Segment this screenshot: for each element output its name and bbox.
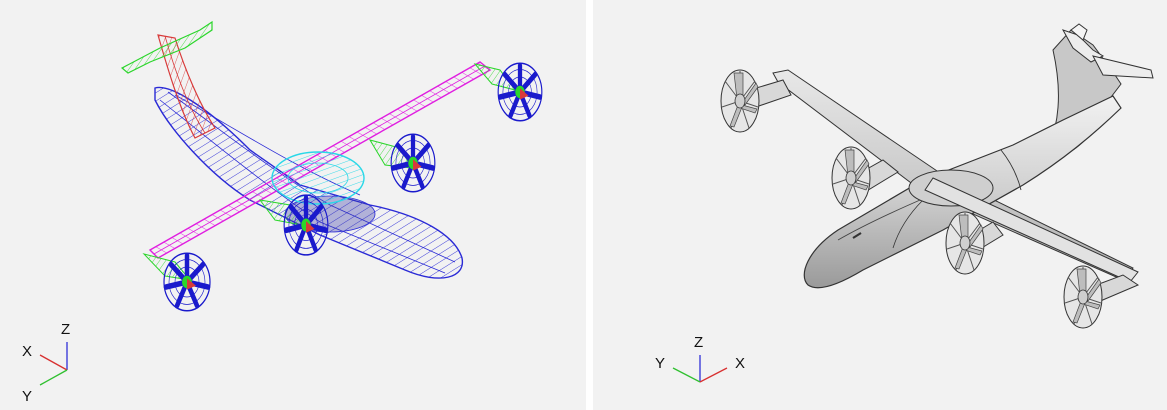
axis-triad-right: Z Y X: [655, 334, 745, 383]
x-axis-line: [699, 367, 728, 383]
x-axis-label: X: [22, 343, 32, 360]
x-axis-line: [39, 354, 68, 371]
shaded-aircraft-drawing: Z Y X: [655, 23, 1154, 383]
wing-root-fairing-wireframe: [271, 151, 365, 205]
wireframe-viewport[interactable]: Z X Y: [0, 0, 586, 410]
axis-triad-left: Z X Y: [22, 321, 70, 405]
y-axis-line: [672, 367, 701, 383]
z-axis-label: Z: [61, 321, 70, 338]
shaded-viewport[interactable]: Z Y X: [593, 0, 1167, 410]
y-axis-label: Y: [22, 388, 32, 405]
x-axis-label: X: [735, 355, 745, 372]
wireframe-aircraft-drawing: Z X Y: [22, 20, 586, 405]
z-axis-label: Z: [694, 334, 703, 351]
viewport-divider: [586, 0, 593, 410]
y-axis-label: Y: [655, 355, 665, 372]
y-axis-line: [39, 369, 68, 386]
horizontal-tail-wireframe: [120, 20, 213, 74]
